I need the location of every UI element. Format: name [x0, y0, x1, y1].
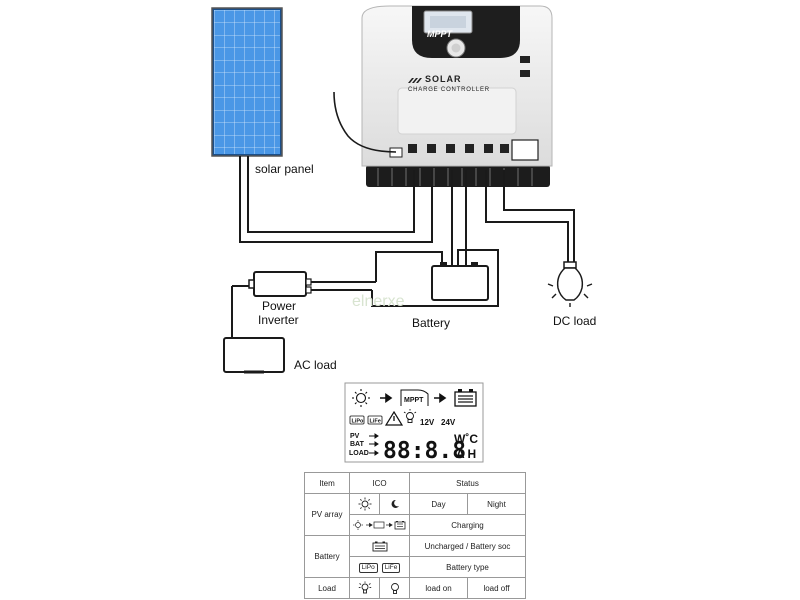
battery-status-icon: [454, 389, 477, 407]
battery-icon: [372, 541, 387, 552]
lcd-digits: 88:8.8: [383, 438, 466, 464]
solar-panel-label: solar panel: [255, 162, 314, 176]
status-day: Day: [409, 493, 469, 515]
icon-legend-table: Item ICO Status PV array Day Night Charg…: [304, 472, 527, 599]
charging-flow-icon: [352, 520, 405, 530]
sun-icon: [352, 389, 370, 407]
watermark: elnerxe: [352, 293, 405, 310]
power-inverter-label-1: Power: [262, 299, 296, 313]
lcd-units-top: W˚C: [454, 432, 478, 446]
row-pv-array: PV array: [304, 493, 350, 536]
row-load: Load: [304, 577, 350, 599]
status-battery-type: Battery type: [409, 556, 527, 578]
day-icon-cell: [349, 493, 380, 515]
controller-subtitle: CHARGE CONTROLLER: [408, 87, 490, 93]
lcd-pv: PV: [350, 433, 360, 440]
warning-icon: [384, 410, 404, 426]
bulb-off-icon: [390, 583, 399, 594]
header-ico: ICO: [348, 472, 411, 494]
dc-load-bulb-icon: [547, 261, 593, 307]
status-load-on: load on: [409, 577, 469, 599]
sun-icon: [358, 497, 371, 511]
lcd-life: LiFe: [370, 419, 381, 425]
lcd-display: MPPT LiPo LiFe 12V 24V PV BAT LOAD 88:8.…: [344, 382, 484, 464]
battery-label: Battery: [412, 316, 450, 330]
lcd-mppt: MPPT: [404, 397, 424, 404]
header-item: Item: [304, 472, 350, 494]
arrow-icon: [380, 392, 393, 404]
lcd-24v: 24V: [441, 418, 456, 427]
mppt-badge: MPPT: [427, 29, 454, 39]
status-uncharged: Uncharged / Battery soc: [409, 535, 527, 557]
header-status: Status: [409, 472, 527, 494]
dc-load-label: DC load: [553, 314, 596, 328]
wiring: [231, 156, 575, 338]
lcd-12v: 12V: [420, 418, 435, 427]
lcd-load: LOAD: [349, 450, 369, 457]
lcd-bat: BAT: [350, 441, 365, 448]
row-battery: Battery: [304, 535, 350, 578]
load-off-icon-cell: [378, 577, 411, 599]
charging-icon-cell: [348, 514, 411, 536]
lipo-badge: LiPo: [358, 562, 378, 573]
load-on-icon-cell: [349, 577, 380, 599]
lcd-units-bottom: A H: [456, 447, 476, 461]
moon-icon: [391, 499, 399, 508]
bulb-icon: [403, 409, 417, 423]
status-load-off: load off: [467, 577, 527, 599]
status-night: Night: [467, 493, 527, 515]
power-inverter: [248, 271, 312, 297]
battery-icon: [431, 262, 489, 301]
charge-controller: [361, 5, 553, 187]
sensor-cable: [333, 91, 397, 153]
battery-icon-cell: [348, 535, 411, 557]
power-inverter-label-2: Inverter: [258, 313, 299, 327]
solar-panel: [211, 7, 283, 157]
life-badge: LiFe: [381, 562, 401, 573]
controller-title: SOLAR: [425, 74, 462, 84]
lcd-lipo: LiPo: [352, 419, 365, 425]
ac-load-label: AC load: [294, 358, 337, 372]
night-icon-cell: [378, 493, 411, 515]
status-charging: Charging: [409, 514, 527, 536]
arrow-icon: [434, 392, 447, 404]
mppt-curve-icon: [400, 389, 429, 406]
lcd-arrows: [369, 433, 379, 456]
ac-load-box: [223, 337, 285, 374]
bulb-on-icon: [358, 581, 371, 594]
